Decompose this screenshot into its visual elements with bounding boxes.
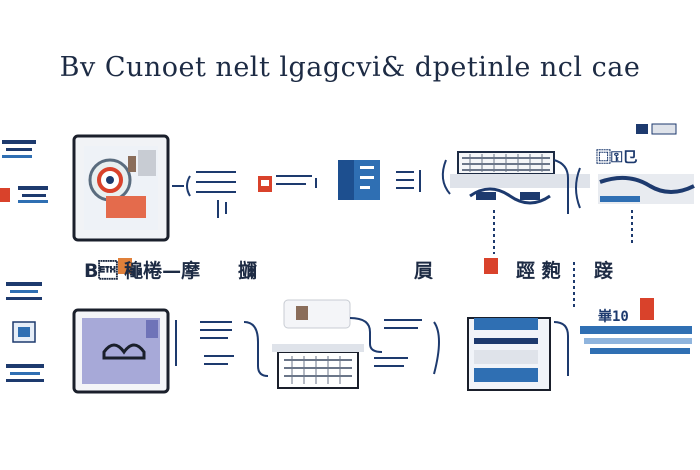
diagram-title: Bv Cunoet nelt lgagcvi& dpetinle ncl cae — [59, 52, 641, 83]
row1-right-label-b: 踁 麭 — [516, 260, 561, 282]
far-right-top-device — [598, 123, 695, 204]
left-list-icon-top — [2, 140, 36, 158]
keyboard-device-top — [450, 151, 590, 214]
laptop-printer — [272, 299, 364, 389]
connector-bottom-left — [175, 320, 269, 377]
row1-mid-label: 鿜 — [238, 260, 258, 282]
left-monitor-icon — [12, 321, 36, 343]
dashed-link-keyboard — [493, 210, 633, 310]
far-right-top-label: ⿴⚿⺋ — [596, 148, 638, 166]
far-right-bottom-label: 崋10 — [598, 309, 629, 325]
connector-to-blue-box — [276, 175, 317, 188]
tablet-device — [72, 134, 170, 242]
row1-left-label: B 龝棬—摩 — [84, 260, 201, 282]
left-list-icon-low — [6, 282, 42, 300]
connector-laptop-right — [349, 317, 440, 375]
left-list-icon-mid — [0, 186, 48, 203]
row1-right-label-c: 踥 — [594, 260, 614, 282]
bottom-monitor — [72, 308, 170, 394]
small-red-chip-top — [258, 176, 272, 192]
blue-server-panel — [467, 317, 569, 391]
blue-document-box — [338, 160, 380, 200]
far-right-bottom-device — [580, 298, 692, 354]
connector-keyboard — [396, 159, 451, 195]
row1-right-label-a: 屓 — [414, 260, 434, 282]
left-list-icon-bottom — [6, 364, 44, 382]
connector-tablet-blocks — [172, 171, 236, 218]
small-red-chip-mid — [118, 258, 498, 274]
